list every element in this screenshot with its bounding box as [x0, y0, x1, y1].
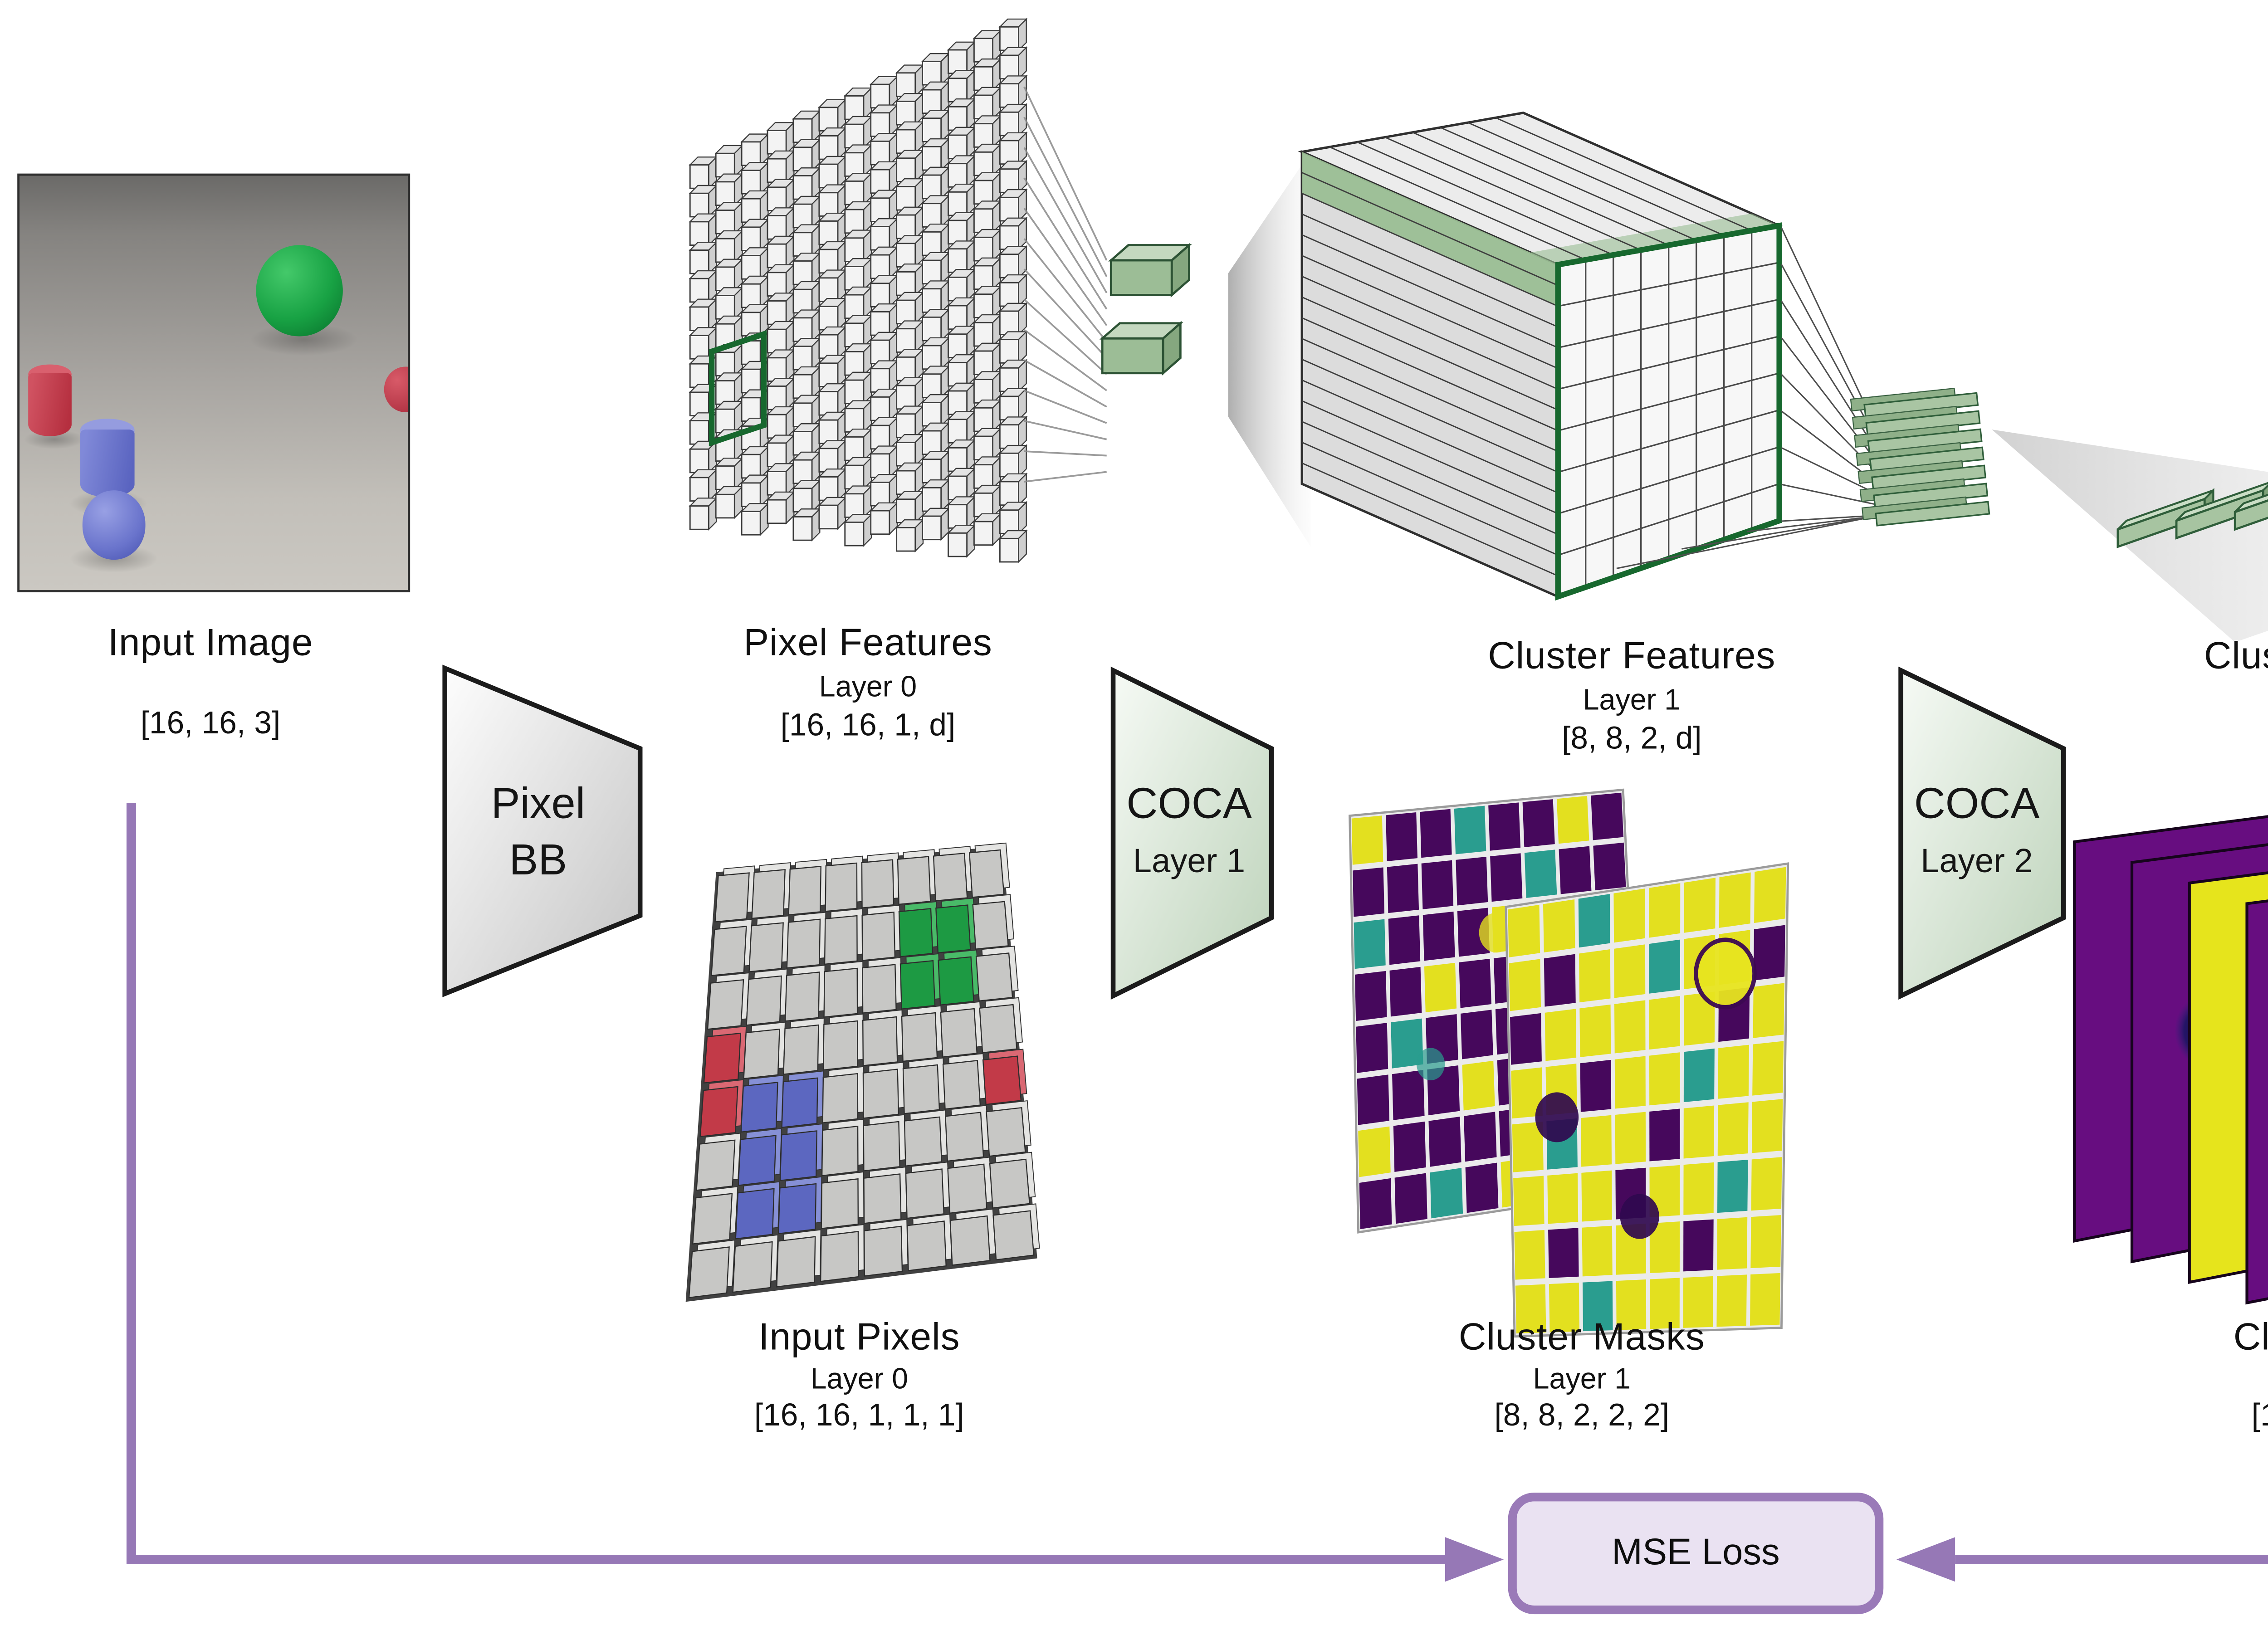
cluster-features-l1-shape: [8, 8, 2, d]	[1562, 722, 1702, 757]
pixel-bb-block	[442, 664, 643, 997]
arrowhead-right-icon	[1445, 1537, 1504, 1582]
cluster-features-l2-bars	[2116, 482, 2268, 548]
red-cylinder	[27, 372, 72, 437]
pooled-feature-block	[1099, 243, 1192, 376]
green-sphere	[256, 246, 342, 337]
pixel-to-cluster-fan-lines	[1023, 86, 1108, 483]
coca-l1-line1: COCA	[1126, 781, 1252, 829]
clevr-scene	[20, 176, 408, 591]
mse-loss-box: MSE Loss	[1508, 1493, 1884, 1615]
cluster-masks-l1-shape: [8, 8, 2, 2, 2]	[1494, 1399, 1670, 1435]
cluster-masks-l1-front	[1505, 862, 1789, 1338]
input-pixels-shape: [16, 16, 1, 1, 1]	[754, 1399, 964, 1435]
cluster-features-l1-label: Cluster Features	[1488, 633, 1776, 677]
cluster-stack	[1850, 387, 1990, 527]
input-image-shape: [16, 16, 3]	[140, 707, 281, 742]
arrowhead-left-icon	[1896, 1537, 1955, 1582]
coca-l2-line2: Layer 2	[1921, 844, 2033, 881]
pixel-features-layer: Layer 0	[819, 670, 917, 703]
input-pixels-layer: Layer 0	[810, 1362, 909, 1395]
coca-l1-line2: Layer 1	[1133, 844, 1246, 881]
feature-brick	[1099, 321, 1183, 376]
cluster-masks-l1-label: Cluster Masks	[1458, 1314, 1705, 1358]
pixel-features-shape: [16, 16, 1, d]	[780, 709, 956, 744]
input-image-label: Input Image	[108, 620, 313, 664]
input-image-thumbnail	[17, 173, 411, 592]
pixel-features-wall	[689, 18, 1028, 563]
pixel-bb-line1: Pixel	[491, 781, 586, 829]
input-pixels-label: Input Pixels	[758, 1314, 960, 1358]
blue-sphere	[81, 490, 146, 559]
input-to-loss-connector	[126, 802, 1445, 1565]
cluster-to-stack-fan-lines	[1616, 227, 1876, 569]
red-sphere	[384, 366, 408, 412]
cluster-masks-l2-label: Cluster Masks	[2233, 1314, 2268, 1358]
cluster-features-l1-block	[1298, 112, 1784, 601]
coca-layer2-block	[1898, 666, 2066, 1000]
input-pixels-voxels	[685, 842, 1040, 1302]
coca-layer1-block	[1110, 666, 1274, 1000]
cluster-features-l2-label: Cluster Features	[2204, 633, 2268, 677]
pixel-patch-highlight	[709, 330, 767, 447]
cluster-features-l1-layer: Layer 1	[1583, 683, 1681, 716]
pixel-bb-line2: BB	[509, 837, 567, 885]
pixel-features-label: Pixel Features	[743, 620, 992, 664]
cluster-grid-frame	[1555, 222, 1782, 601]
mse-loss-label: MSE Loss	[1612, 1532, 1780, 1573]
cluster-masks-l1-layer: Layer 1	[1533, 1362, 1631, 1395]
blue-cylinder	[79, 428, 134, 497]
cluster-masks-l2-planes	[2073, 815, 2268, 1305]
feature-brick	[1108, 243, 1192, 298]
coca-l2-line1: COCA	[1914, 781, 2040, 829]
cluster-masks-l2-shape: [1, 1, 7, 16, 16]	[2251, 1399, 2268, 1435]
zoom-fan	[1228, 151, 1311, 547]
